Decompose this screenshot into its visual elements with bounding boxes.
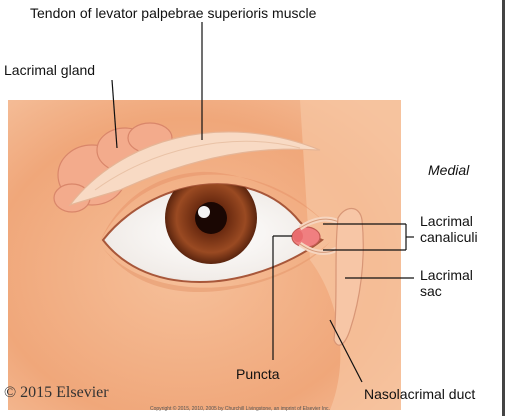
label-nasolacrimal-duct: Nasolacrimal duct bbox=[364, 386, 476, 402]
tendon-band bbox=[68, 131, 321, 207]
label-sac-line1: Lacrimal bbox=[420, 267, 473, 283]
label-medial: Medial bbox=[428, 162, 470, 178]
label-lacrimal-canaliculi: Lacrimal canaliculi bbox=[420, 213, 478, 245]
label-canaliculi-line2: canaliculi bbox=[420, 229, 478, 245]
label-tendon: Tendon of levator palpebrae superioris m… bbox=[30, 5, 317, 21]
iris-highlight bbox=[198, 206, 210, 218]
leader-lines bbox=[111, 22, 414, 383]
lacrimal-sac-shape bbox=[333, 207, 364, 346]
fine-print: Copyright © 2015, 2010, 2005 by Churchil… bbox=[150, 406, 330, 412]
label-sac-line2: sac bbox=[420, 283, 442, 299]
label-lacrimal-sac: Lacrimal sac bbox=[420, 267, 473, 299]
label-canaliculi-line1: Lacrimal bbox=[420, 213, 473, 229]
pupil bbox=[195, 202, 227, 234]
right-border bbox=[502, 0, 505, 416]
label-lacrimal-gland: Lacrimal gland bbox=[4, 62, 96, 78]
copyright-notice: © 2015 Elsevier bbox=[4, 384, 109, 401]
label-puncta: Puncta bbox=[236, 366, 280, 382]
